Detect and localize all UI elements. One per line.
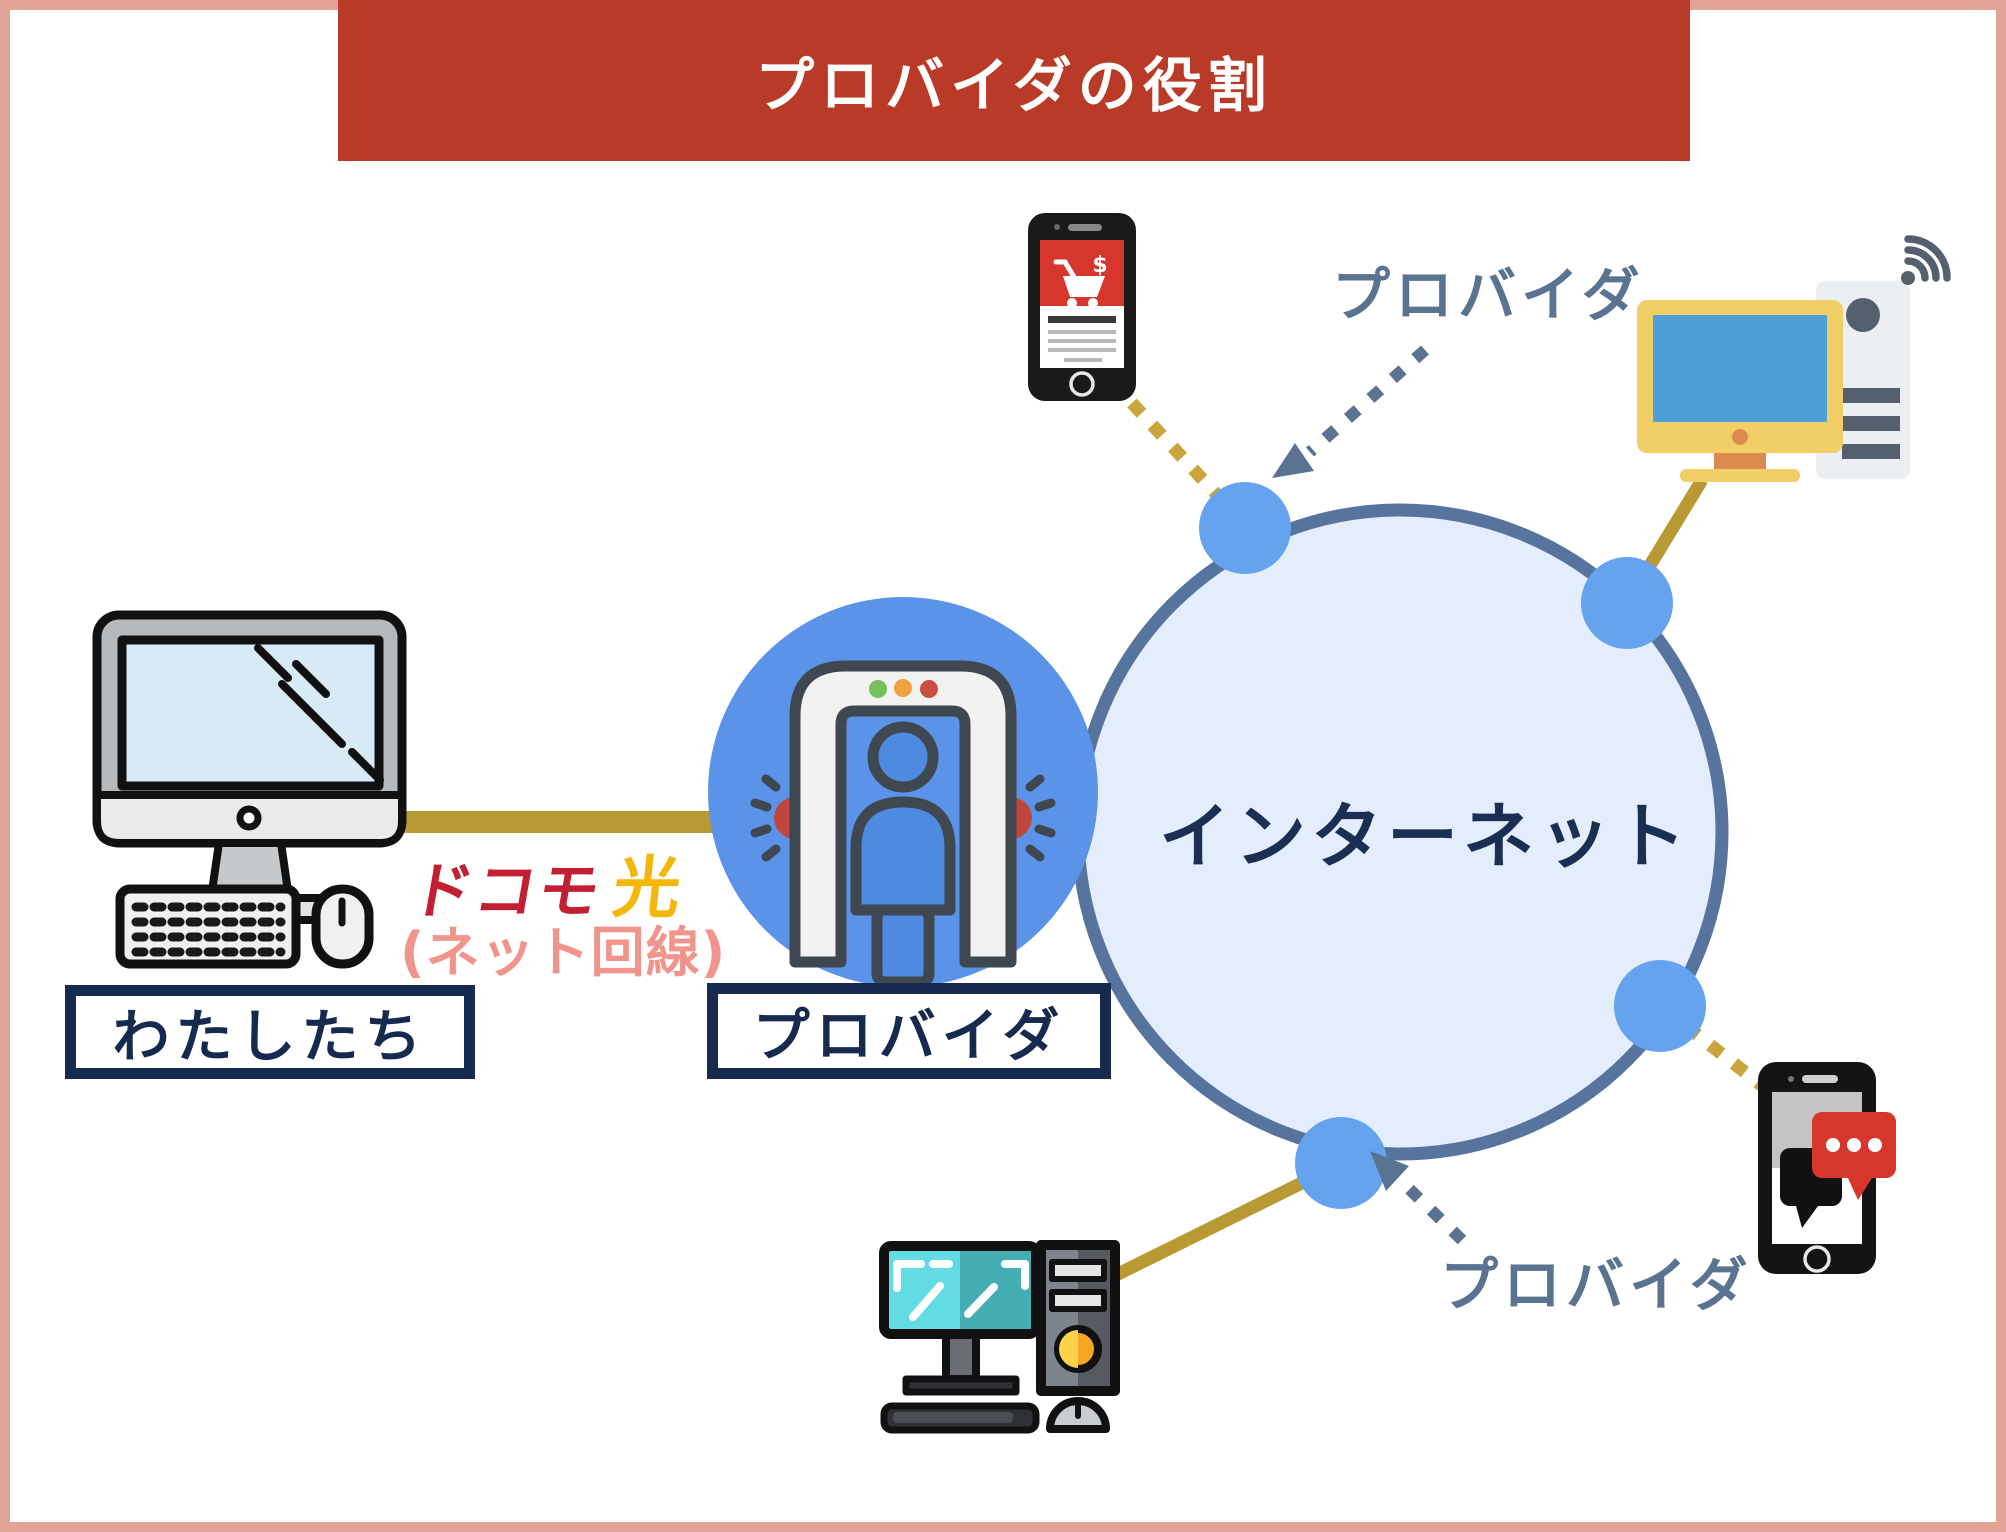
network-node-dot xyxy=(1199,482,1291,574)
keyboard-icon xyxy=(115,884,301,969)
provider-node xyxy=(708,597,1098,988)
chat-bubbles-icon xyxy=(1780,1112,1896,1228)
mouse-icon xyxy=(311,884,374,969)
network-nodes xyxy=(1199,482,1706,1209)
line-note: (ネット回線) xyxy=(400,921,727,984)
gate-light-red xyxy=(920,680,938,698)
wifi-computer-icon xyxy=(1637,235,1951,482)
security-gate-icon xyxy=(750,660,1056,988)
vibration-ticks xyxy=(750,774,1056,862)
chat-phone-icon xyxy=(1758,1062,1896,1274)
provider-label-box: プロバイダ xyxy=(707,983,1111,1079)
us-label-box: わたしたち xyxy=(65,985,475,1079)
title-banner: プロバイダの役割 xyxy=(338,0,1690,161)
desktop-pc-icon xyxy=(879,1240,1120,1434)
gate-arch xyxy=(789,660,1017,968)
page-title: プロバイダの役割 xyxy=(755,51,1273,120)
arrowhead xyxy=(1272,443,1314,478)
dotted-arrow-top xyxy=(1272,345,1429,478)
provider-label: プロバイダ xyxy=(752,1003,1066,1069)
screen-reflections xyxy=(254,644,384,784)
gate-light-orange xyxy=(894,679,912,697)
internet-label: インターネット xyxy=(1158,795,1691,878)
network-node-dot xyxy=(1614,960,1706,1052)
network-node-dot xyxy=(1581,557,1673,649)
imac-logo-dot xyxy=(236,805,262,831)
provider-annotation-top: プロバイダ xyxy=(1332,261,1645,329)
keyboard-icon xyxy=(880,1402,1040,1434)
gate-light-green xyxy=(869,680,887,698)
wifi-signal-icon xyxy=(1901,235,1951,285)
shopping-phone-icon: $ xyxy=(1028,213,1136,401)
imac-screen xyxy=(117,635,384,791)
us-label: わたしたち xyxy=(112,1004,428,1070)
page-text-lines xyxy=(1048,316,1116,362)
dollar-glyph: $ xyxy=(1092,253,1107,278)
home-button xyxy=(1069,371,1095,397)
arrowhead xyxy=(1370,1151,1409,1191)
tower-pc-icon xyxy=(1036,1240,1120,1396)
dotted-arrow-bottom xyxy=(1370,1151,1467,1245)
imac-computer-icon xyxy=(92,610,407,969)
cart-icon: $ xyxy=(1053,253,1108,308)
network-node-dot xyxy=(1295,1117,1387,1209)
provider-annotation-bottom: プロバイダ xyxy=(1440,1251,1753,1319)
mouse-icon xyxy=(1046,1397,1110,1433)
person-figure xyxy=(850,721,956,988)
home-button xyxy=(1803,1245,1831,1273)
monitor-screen xyxy=(1653,315,1827,422)
screen-marks xyxy=(893,1260,1029,1321)
